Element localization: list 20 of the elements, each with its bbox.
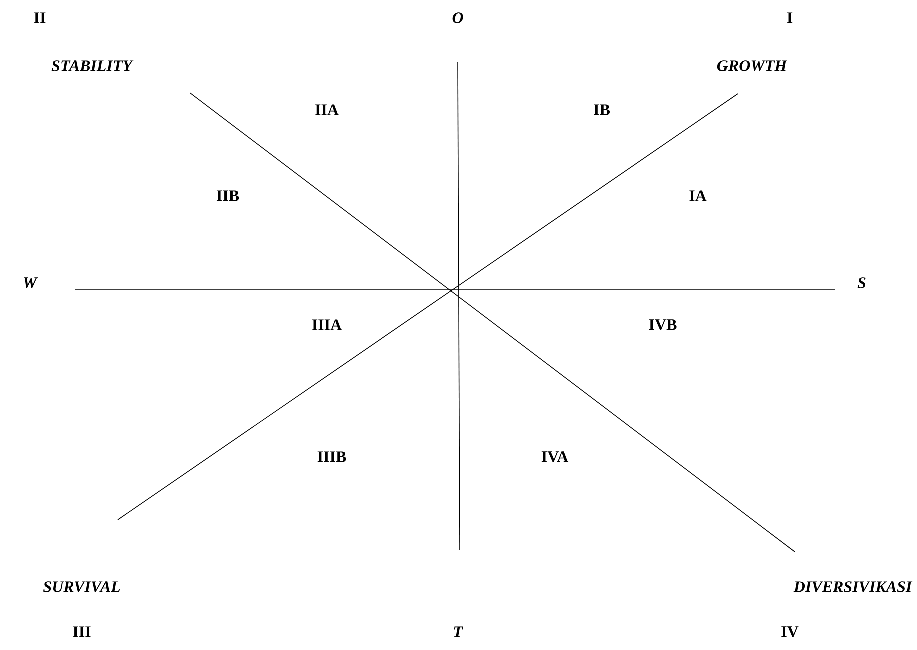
axis-letter: O bbox=[452, 12, 464, 24]
axis-letter: S bbox=[858, 278, 866, 288]
sector-label: IIIA bbox=[312, 320, 342, 330]
strategy-label: STABILITY bbox=[52, 60, 134, 72]
sector-label: IIB bbox=[216, 190, 240, 202]
quadrant-number: IV bbox=[782, 626, 799, 638]
sector-label: IA bbox=[690, 190, 707, 202]
quadrant-number: II bbox=[34, 12, 46, 24]
sector-label: IVA bbox=[542, 452, 569, 462]
quadrant-number: I bbox=[787, 12, 793, 24]
quadrant-number: III bbox=[73, 626, 91, 638]
strategy-label: SURVIVAL bbox=[43, 582, 120, 592]
sector-label: IIA bbox=[316, 104, 339, 116]
strategy-label: GROWTH bbox=[717, 60, 788, 72]
axis-letter: W bbox=[24, 278, 38, 288]
axis-letter: T bbox=[454, 626, 464, 638]
sector-label: IIIB bbox=[318, 452, 346, 462]
sector-label: IB bbox=[594, 104, 610, 116]
strategy-label: DIVERSIVIKASI bbox=[794, 582, 913, 592]
sector-label: IVB bbox=[649, 320, 677, 330]
